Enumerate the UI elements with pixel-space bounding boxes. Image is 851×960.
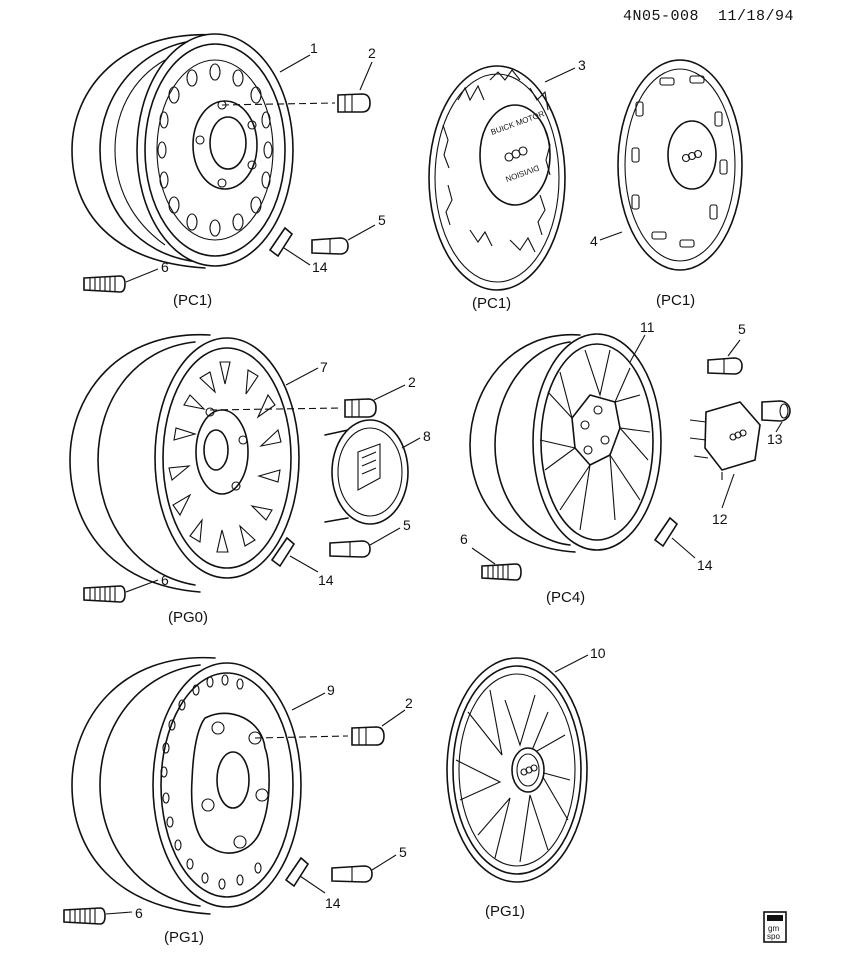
- callout-14: 14: [325, 895, 341, 911]
- diagram-date: 11/18/94: [718, 8, 794, 25]
- callout-14: 14: [312, 259, 328, 275]
- lug-nut-icon: [344, 398, 377, 418]
- buick-emblem-icon: [681, 149, 703, 163]
- callout-7: 7: [320, 359, 328, 375]
- callout-6: 6: [135, 905, 143, 921]
- center-cap-buick: [324, 419, 409, 525]
- steel-wheel-1: [71, 33, 294, 269]
- aluminum-wheel: [469, 333, 662, 553]
- callout-5: 5: [378, 212, 386, 228]
- caption-pc4: (PC4): [546, 589, 585, 606]
- callout-5: 5: [399, 844, 407, 860]
- callout-14: 14: [697, 557, 713, 573]
- buick-emblem-icon: [504, 146, 528, 162]
- steel-wheel-styled: [69, 334, 300, 593]
- valve-stem-icon: [311, 237, 349, 255]
- callout-5: 5: [403, 517, 411, 533]
- callout-2: 2: [408, 374, 416, 390]
- callout-6: 6: [161, 259, 169, 275]
- callout-12: 12: [712, 511, 728, 527]
- lock-nut-icon: [761, 400, 791, 422]
- logo-line-1: gm: [768, 924, 779, 933]
- callout-2: 2: [405, 695, 413, 711]
- callout-6: 6: [460, 531, 468, 547]
- valve-stem-icon: [331, 865, 373, 883]
- callout-10: 10: [590, 645, 606, 661]
- buick-shield-icon: [357, 443, 381, 491]
- wheel-cover-spoked: [446, 657, 588, 883]
- caption-pg0: (PG0): [168, 609, 208, 626]
- buick-emblem-icon: [729, 429, 747, 441]
- wheel-cover-slotted: [617, 59, 743, 271]
- wheel-stud-icon: [83, 585, 126, 603]
- wheel-stud-icon: [481, 563, 522, 581]
- balance-weight-icon: [653, 516, 679, 548]
- center-cap-star: [689, 401, 761, 480]
- callout-1: 1: [310, 40, 318, 56]
- valve-stem-icon: [329, 540, 371, 558]
- balance-weight-icon: [270, 536, 296, 568]
- caption-pc1-a: (PC1): [173, 292, 212, 309]
- callout-2: 2: [368, 45, 376, 61]
- callout-13: 13: [767, 431, 783, 447]
- wheel-cover-buick: BUICK MOTOR DIVISION: [428, 65, 566, 291]
- buick-emblem-icon: [520, 764, 538, 776]
- valve-stem-icon: [707, 357, 743, 375]
- callout-3: 3: [578, 57, 586, 73]
- diagram-id: 4N05-008: [623, 8, 699, 25]
- balance-weight-icon: [284, 856, 310, 888]
- caption-pc1-b: (PC1): [472, 295, 511, 312]
- lug-nut-icon: [351, 726, 385, 746]
- callout-4: 4: [590, 233, 598, 249]
- caption-pg1-b: (PG1): [485, 903, 525, 920]
- balance-weight-icon: [268, 226, 294, 258]
- callout-14: 14: [318, 572, 334, 588]
- logo-line-2: spo: [767, 932, 780, 941]
- caption-pg1-a: (PG1): [164, 929, 204, 946]
- gm-spo-logo: gm spo: [763, 911, 787, 943]
- callout-9: 9: [327, 682, 335, 698]
- wheel-stud-icon: [83, 275, 126, 293]
- wheel-stud-icon: [63, 907, 106, 925]
- callout-6: 6: [161, 572, 169, 588]
- callout-5: 5: [738, 321, 746, 337]
- steel-wheel-2: [71, 656, 302, 915]
- callout-8: 8: [423, 428, 431, 444]
- lug-nut-icon: [337, 93, 371, 113]
- callout-11: 11: [640, 319, 655, 335]
- caption-pc1-c: (PC1): [656, 292, 695, 309]
